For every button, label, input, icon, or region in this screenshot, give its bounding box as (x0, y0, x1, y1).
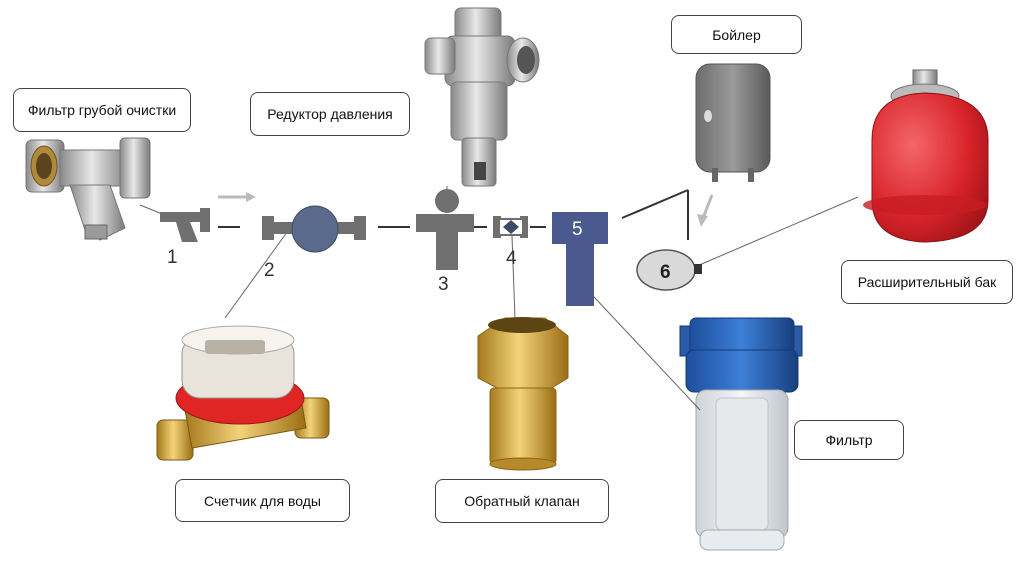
schematic-expansion-tank (636, 249, 702, 291)
label-number-3: 3 (438, 274, 449, 295)
label-expansion-tank: Расширительный бак (841, 260, 1013, 304)
label-water-meter: Счетчик для воды (175, 479, 350, 522)
label-pressure-reducer: Редуктор давления (250, 92, 410, 136)
label-number-4: 4 (506, 248, 517, 269)
label-number-6: 6 (660, 262, 671, 283)
flow-arrow-down (697, 194, 714, 227)
label-coarse-filter: Фильтр грубой очистки (13, 88, 191, 132)
label-number-1: 1 (167, 247, 178, 268)
expansion-tank-photo (863, 69, 989, 243)
label-filter: Фильтр (794, 420, 904, 460)
check-valve-photo (477, 317, 569, 471)
water-meter-photo (156, 325, 330, 461)
coarse-filter-photo (25, 137, 151, 241)
pipe-segments (218, 189, 689, 240)
boiler-photo (695, 63, 771, 182)
label-boiler: Бойлер (671, 15, 802, 54)
schematic-check-valve (493, 216, 528, 238)
pressure-reducer-photo (424, 7, 540, 187)
schematic-coarse-filter (160, 208, 210, 242)
flow-arrow-right (218, 192, 256, 202)
leader-lines (139, 186, 859, 411)
schematic-filter (552, 212, 608, 306)
label-number-5: 5 (572, 219, 583, 240)
label-check-valve: Обратный клапан (435, 479, 609, 523)
filter-photo (679, 317, 803, 551)
schematic-water-meter (262, 205, 366, 253)
schematic-pressure-reducer (416, 189, 474, 270)
label-number-2: 2 (264, 260, 275, 281)
